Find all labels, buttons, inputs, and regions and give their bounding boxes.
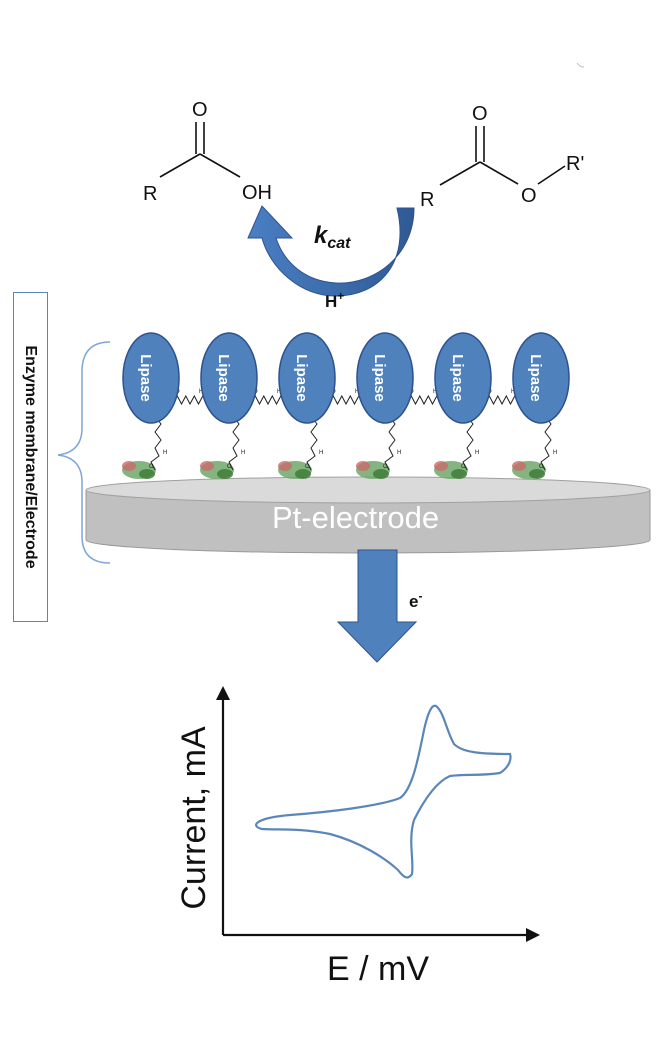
lipase-enzyme-ellipse [122,332,180,424]
lipase-unit: HOOHLipase [200,332,286,479]
lipase-enzyme-ellipse [434,332,492,424]
protein-blob [434,461,468,479]
lipase-label: Lipase [137,354,154,402]
lipase-unit: H O Lipase [512,332,570,479]
svg-text:H: H [355,389,359,395]
lipase-enzyme-ellipse [512,332,570,424]
svg-text:H: H [475,450,479,456]
proton-charge: + [337,289,344,303]
lipase-label: Lipase [293,354,310,402]
proton-symbol: H [325,292,337,311]
carboxylic-acid-structure [159,122,241,178]
lipase-unit: HOOHLipase [278,332,364,479]
acid-carbonyl-o-label: O [192,99,208,121]
crosslinker-chain [484,394,520,406]
enzyme-layer: HOOHLipaseHOOHLipaseHOOHLipaseHOOHLipase… [122,332,570,479]
protein-blob [200,461,234,479]
svg-text:H: H [319,450,323,456]
lipase-label: Lipase [215,354,232,402]
linker-chain [228,415,240,471]
voltammogram-y-label: Current, mA [175,726,213,910]
svg-text:H: H [163,450,167,456]
svg-text:H: H [199,389,203,395]
electrode-label: Pt-electrode [272,500,440,535]
lipase-unit: HOOHLipase [434,332,520,479]
lipase-label: Lipase [527,354,544,402]
side-label-text: Enzyme membrane/Electrode [22,345,39,569]
lipase-label: Lipase [371,354,388,402]
ester-r-label: R [420,189,434,211]
side-label-box [13,292,48,622]
svg-text:O: O [149,464,154,470]
membrane-bracket [57,341,111,564]
svg-text:H+: H+ [325,289,344,311]
svg-text:H: H [241,450,245,456]
crosslinker-chain [328,394,364,406]
electron-charge: - [418,589,422,603]
svg-text:O: O [227,464,232,470]
lipase-enzyme-ellipse [356,332,414,424]
voltammogram-x-label: E / mV [327,950,429,988]
lipase-label: Lipase [449,354,466,402]
rate-constant-subscript: cat [327,235,351,252]
lipase-unit: HOOHLipase [122,332,208,479]
voltammogram-curve [255,704,512,879]
ester-carbonyl-o-label: O [472,103,488,125]
svg-text:H: H [277,389,281,395]
svg-text:H: H [397,450,401,456]
acid-r-label: R [143,183,157,205]
svg-text:H: H [511,389,515,395]
ester-r-prime-label: R' [566,153,584,175]
linker-chain [306,415,318,471]
electron-transfer-arrow [336,549,418,663]
protein-blob [122,461,156,479]
protein-blob [356,461,390,479]
electron-symbol: e [409,592,418,611]
catalysis-curved-arrow [247,205,415,297]
linker-chain [540,415,552,471]
lipase-enzyme-ellipse [278,332,336,424]
svg-text:O: O [305,464,310,470]
voltammogram-axes [216,686,540,942]
corner-speck [576,62,585,68]
svg-text:O: O [539,464,544,470]
svg-text:H: H [553,450,557,456]
linker-chain [384,415,396,471]
linker-chain [462,415,474,471]
acid-oh-label: OH [242,182,272,204]
crosslinker-chain [406,394,442,406]
svg-text:O: O [383,464,388,470]
protein-blob [512,461,546,479]
lipase-enzyme-ellipse [200,332,258,424]
ester-oxygen-label: O [521,185,537,207]
svg-text:O: O [461,464,466,470]
svg-text:H: H [433,389,437,395]
ester-structure [439,126,566,186]
linker-chain [150,415,162,471]
rate-constant-k: k [314,222,329,249]
svg-text:e-: e- [409,589,422,611]
crosslinker-chain [250,394,286,406]
lipase-unit: HOOHLipase [356,332,442,479]
svg-text:kcat: kcat [314,222,351,252]
crosslinker-chain [172,394,208,406]
protein-blob [278,461,312,479]
